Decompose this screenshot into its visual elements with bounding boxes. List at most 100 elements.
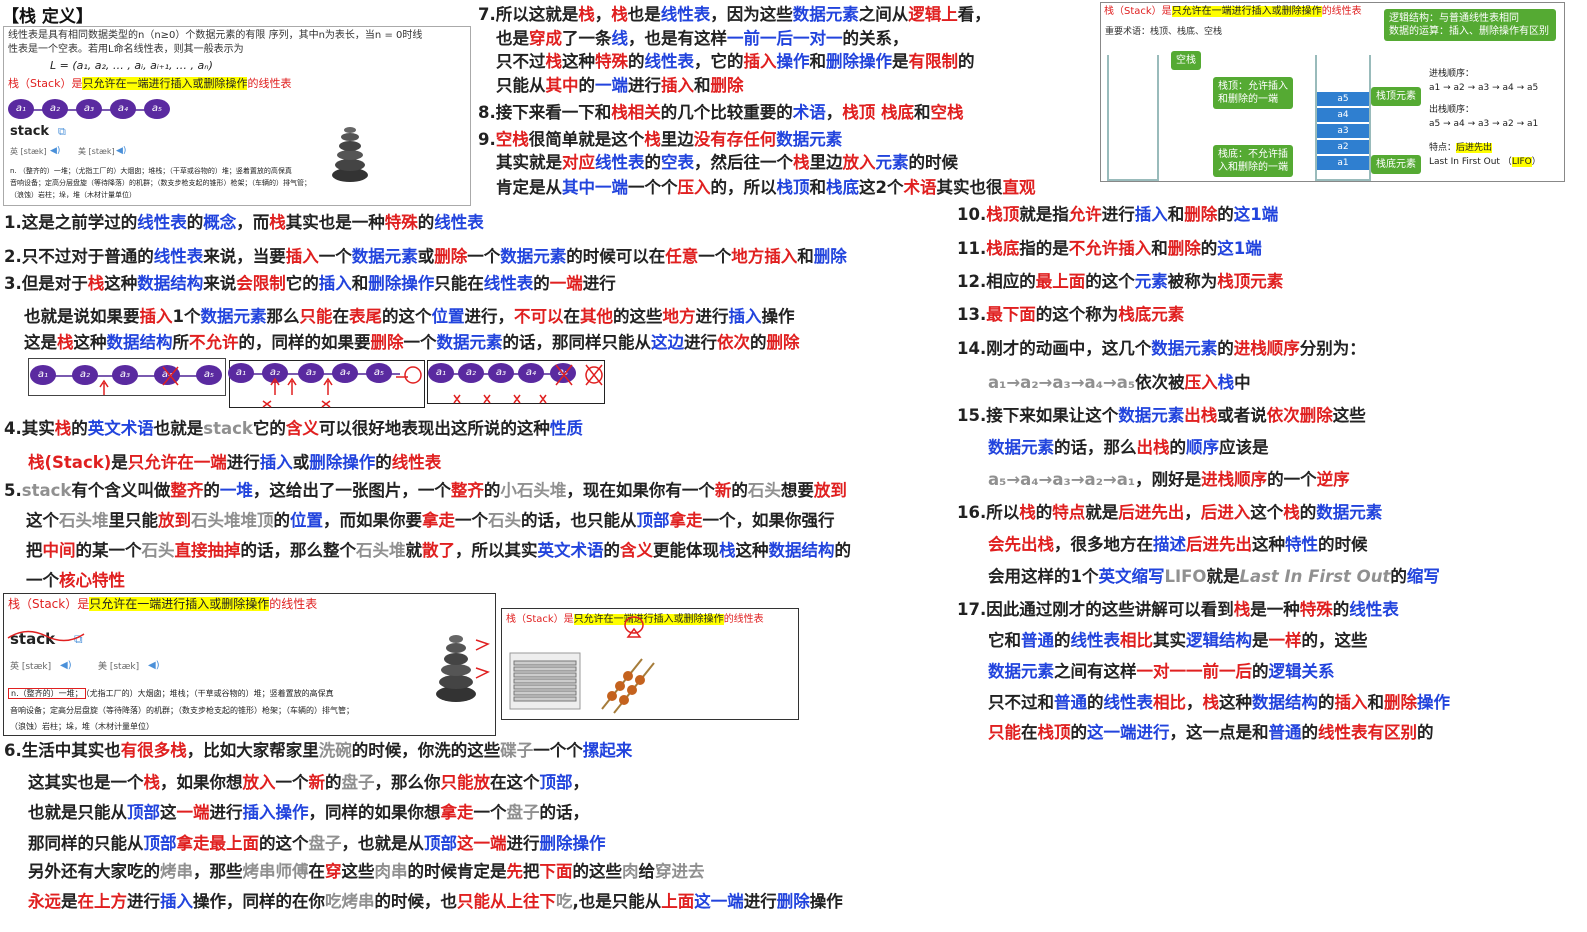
element-ball: a₁ (228, 363, 254, 383)
speaker-icon[interactable]: ◀) (50, 146, 61, 156)
point-4: 4.其实栈的英文术语也就是stack它的含义可以很好地表现出这所说的这种性质 (4, 419, 583, 438)
phonetic-uk: 英 [stæk] (10, 147, 47, 156)
element-ball: a₄ (110, 99, 136, 119)
point-17: 17.因此通过刚才的这些讲解可以看到栈是一种特殊的线性表 (957, 600, 1399, 619)
dict-meaning-2: 音响设备；定高分层盘旋（等待降落）的机群；（数支步枪支起的锥形）枪架；（车辆的）… (10, 706, 354, 715)
point-9c: 肯定是从其中一端一个个压入的，所以栈顶和栈底这2个术语其实也很直观 (496, 178, 1036, 197)
point-12: 12.相应的最上面的这个元素被称为栈顶元素 (957, 272, 1284, 291)
point-6e: 另外还有大家吃的烤串，那些烤串师傅在穿这些肉串的时候肯定是先把下面的这些肉给穿进… (28, 862, 705, 881)
phonetic-uk: 英 [stæk] (10, 662, 52, 672)
point-5: 5.stack有个含义叫做整齐的一堆，这给出了一张图片，一个整齐的小石头堆，现在… (4, 481, 847, 500)
dict-word: stack (10, 124, 50, 139)
plates-heading: 栈（Stack）是只允许在一端进行插入或删除操作的线性表 (506, 614, 764, 625)
copy-icon[interactable]: ⧉ (74, 632, 83, 646)
chain-box-2 (229, 360, 425, 408)
point-17e: 只能在栈顶的这一端进行，这一点是和普通的线性表有区别的 (988, 723, 1434, 742)
bottom-element-label: 栈底元素 (1371, 155, 1421, 174)
chain-box-3 (427, 360, 605, 404)
point-3b: 也就是说如果要插入1个数据元素那么只能在表尾的这个位置进行，不可以在其他的这些地… (24, 307, 795, 326)
element-ball: a₅ (196, 365, 222, 385)
stack-element: a1 (1317, 155, 1369, 170)
point-11: 11.栈底指的是不允许插入和删除的这1端 (957, 239, 1262, 258)
point-4b: 栈(Stack)是只允许在一端进行插入或删除操作的线性表 (28, 453, 442, 472)
element-ball: a₂ (458, 363, 484, 383)
point-6d: 那同样的只能从顶部拿走最上面的这个盘子，也就是从顶部这一端进行删除操作 (28, 834, 606, 853)
point-16c: 会用这样的1个英文缩写LIFO就是Last In First Out的缩写 (988, 567, 1440, 586)
point-7b: 也是穿成了一条线，也是有这样一前一后一对一的关系， (496, 29, 909, 48)
plate-stack-image (509, 652, 581, 710)
point-17c: 数据元素之间有这样一对一一前一后的逻辑关系 (988, 662, 1335, 681)
feature: 特点：后进先出 (1429, 143, 1493, 153)
point-15c: a₅→a₄→a₃→a₂→a₁，刚好是进栈顺序的一个逆序 (988, 470, 1350, 489)
formula: L = (a₁, a₂, … , aᵢ, aᵢ₊₁, … , aₙ) (50, 59, 213, 72)
point-7: 7.所以这就是栈，栈也是线性表，因为这些数据元素之间从逻辑上看， (478, 5, 991, 24)
chain-box-1 (28, 358, 226, 396)
speaker-icon[interactable]: ◀) (148, 660, 160, 671)
element-ball: a₂ (262, 363, 288, 383)
element-ball: a₄ (332, 363, 358, 383)
red-annotations (99, 364, 603, 408)
dictionary-card: 栈（Stack）是只允许在一端进行插入或删除操作的线性表 stack ⧉ 英 [… (3, 593, 496, 736)
speaker-icon[interactable]: ◀) (60, 660, 72, 671)
page-title: 【栈 定义】 (2, 7, 93, 27)
element-ball: a₃ (488, 363, 514, 383)
point-13: 13.最下面的这个称为栈底元素 (957, 305, 1185, 324)
point-6: 6.生活中其实也有很多栈，比如大家帮家里洗碗的时候，你洗的这些碟子一个个摞起来 (4, 741, 633, 760)
point-16: 16.所以栈的特点就是后进先出，后进入这个栈的数据元素 (957, 503, 1383, 522)
push-order: a1 → a2 → a3 → a4 → a5 (1429, 83, 1539, 93)
top-element-label: 栈顶元素 (1371, 87, 1421, 106)
point-3: 3.但是对于栈这种数据结构来说会限制它的插入和删除操作只能在线性表的一端进行 (4, 274, 616, 293)
full-stack (1315, 55, 1371, 181)
stack-element: a5 (1317, 91, 1369, 106)
element-ball: a₃ (76, 99, 102, 119)
point-7d: 只能从其中的一端进行插入和删除 (496, 76, 744, 95)
stack-element: a2 (1317, 139, 1369, 154)
dict-meaning-3: （浪蚀）岩柱；垛，堆（木材计量单位） (10, 722, 154, 731)
linear-list-definition-2: 性表是一个空表。若用L命名线性表，则其一般表示为 (8, 44, 244, 55)
stone-stack-image (332, 127, 368, 182)
phonetic-us: 美 [stæk] (78, 147, 115, 156)
element-ball: a₁ (8, 99, 34, 119)
copy-icon[interactable]: ⧉ (58, 125, 66, 138)
dict-heading: 栈（Stack）是只允许在一端进行插入或删除操作的线性表 (8, 597, 318, 611)
point-17b: 它和普通的线性表相比其实逻辑结构是一样的，这些 (988, 631, 1368, 650)
dict-meaning-2: 音响设备；定高分层盘旋（等待降落）的机群；（数支步枪支起的锥形）枪架；（车辆的）… (10, 179, 311, 187)
speaker-icon[interactable]: ◀) (116, 146, 127, 156)
point-14: 14.刚才的动画中，这几个数据元素的进栈顺序分别为： (957, 339, 1366, 358)
lifo: Last In First Out （LIFO） (1429, 157, 1541, 167)
point-5c: 把中间的某一个石头直接抽掉的话，那么整个石头堆就散了，所以其实英文术语的含义更能… (26, 541, 851, 560)
diagram-heading: 栈（Stack）是只允许在一端进行插入或删除操作的线性表 (1104, 6, 1362, 17)
stack-element: a4 (1317, 107, 1369, 122)
element-ball: a₂ (72, 365, 98, 385)
dict-meaning-1: n. （整齐的）一堆；（尤指工厂的）大烟囱；堆栈；（干草或谷物的）堆；竖着置放的… (10, 167, 292, 175)
element-ball: a₅ (144, 99, 170, 119)
point-17d: 只不过和普通的线性表相比，栈这种数据结构的插入和删除操作 (988, 693, 1450, 712)
point-7c: 只不过栈这种特殊的线性表，它的插入操作和删除操作是有限制的 (496, 52, 975, 71)
plates-skewers-card: 栈（Stack）是只允许在一端进行插入或删除操作的线性表 (501, 608, 799, 720)
stack-top-label: 栈顶：允许插入和删除的一端 (1213, 77, 1293, 109)
pop-order-title: 出栈顺序： (1429, 105, 1475, 115)
skewer-image (601, 658, 655, 714)
point-3c: 这是栈这种数据结构所不允许的，同样的如果要删除一个数据元素的话，那同样只能从这边… (24, 333, 800, 352)
empty-stack (1107, 55, 1159, 181)
linear-list-definition-1: 线性表是具有相同数据类型的n（n≥0）个数据元素的有限 序列，其中n为表长，当n… (8, 30, 423, 41)
point-6b: 这其实也是一个栈，如果你想放入一个新的盘子，那么你只能放在这个顶部， (28, 773, 589, 792)
point-8: 8.接下来看一下和栈相关的几个比较重要的术语，栈顶 栈底和空栈 (478, 103, 964, 122)
point-15b: 数据元素的话，那么出栈的顺序应该是 (988, 438, 1269, 457)
element-ball: a₁ (30, 365, 56, 385)
element-ball: a₂ (42, 99, 68, 119)
point-5b: 这个石头堆里只能放到石头堆堆顶的位置，而如果你要拿走一个石头的话，也只能从顶部拿… (26, 511, 835, 530)
element-ball: a₃ (112, 365, 138, 385)
stack-element: a3 (1317, 123, 1369, 138)
phonetic-us: 美 [stæk] (98, 662, 140, 672)
point-6f: 永远是在上方进行插入操作，同样的在你吃烤串的时候，也只能从上往下吃,也是只能从上… (28, 892, 843, 911)
element-ball: a₄ (518, 363, 544, 383)
point-2: 2.只不过对于普通的线性表来说，当要插入一个数据元素或删除一个数据元素的时候可以… (4, 247, 847, 266)
point-1: 1.这是之前学过的线性表的概念，而栈其实也是一种特殊的线性表 (4, 213, 484, 232)
point-14b: a₁→a₂→a₃→a₄→a₅依次被压入栈中 (988, 373, 1251, 392)
key-terms: 重要术语：栈顶、栈底、空栈 (1105, 27, 1223, 37)
dict-meaning-1: n.（整齐的）一堆；（尤指工厂的）大烟囱；堆栈；（干草或谷物的）堆；竖着置放的高… (8, 687, 334, 701)
push-order-title: 进栈顺序： (1429, 69, 1475, 79)
stone-stack-image (436, 635, 490, 702)
point-9: 9.空栈很简单就是这个栈里边没有存任何数据元素 (478, 130, 843, 149)
